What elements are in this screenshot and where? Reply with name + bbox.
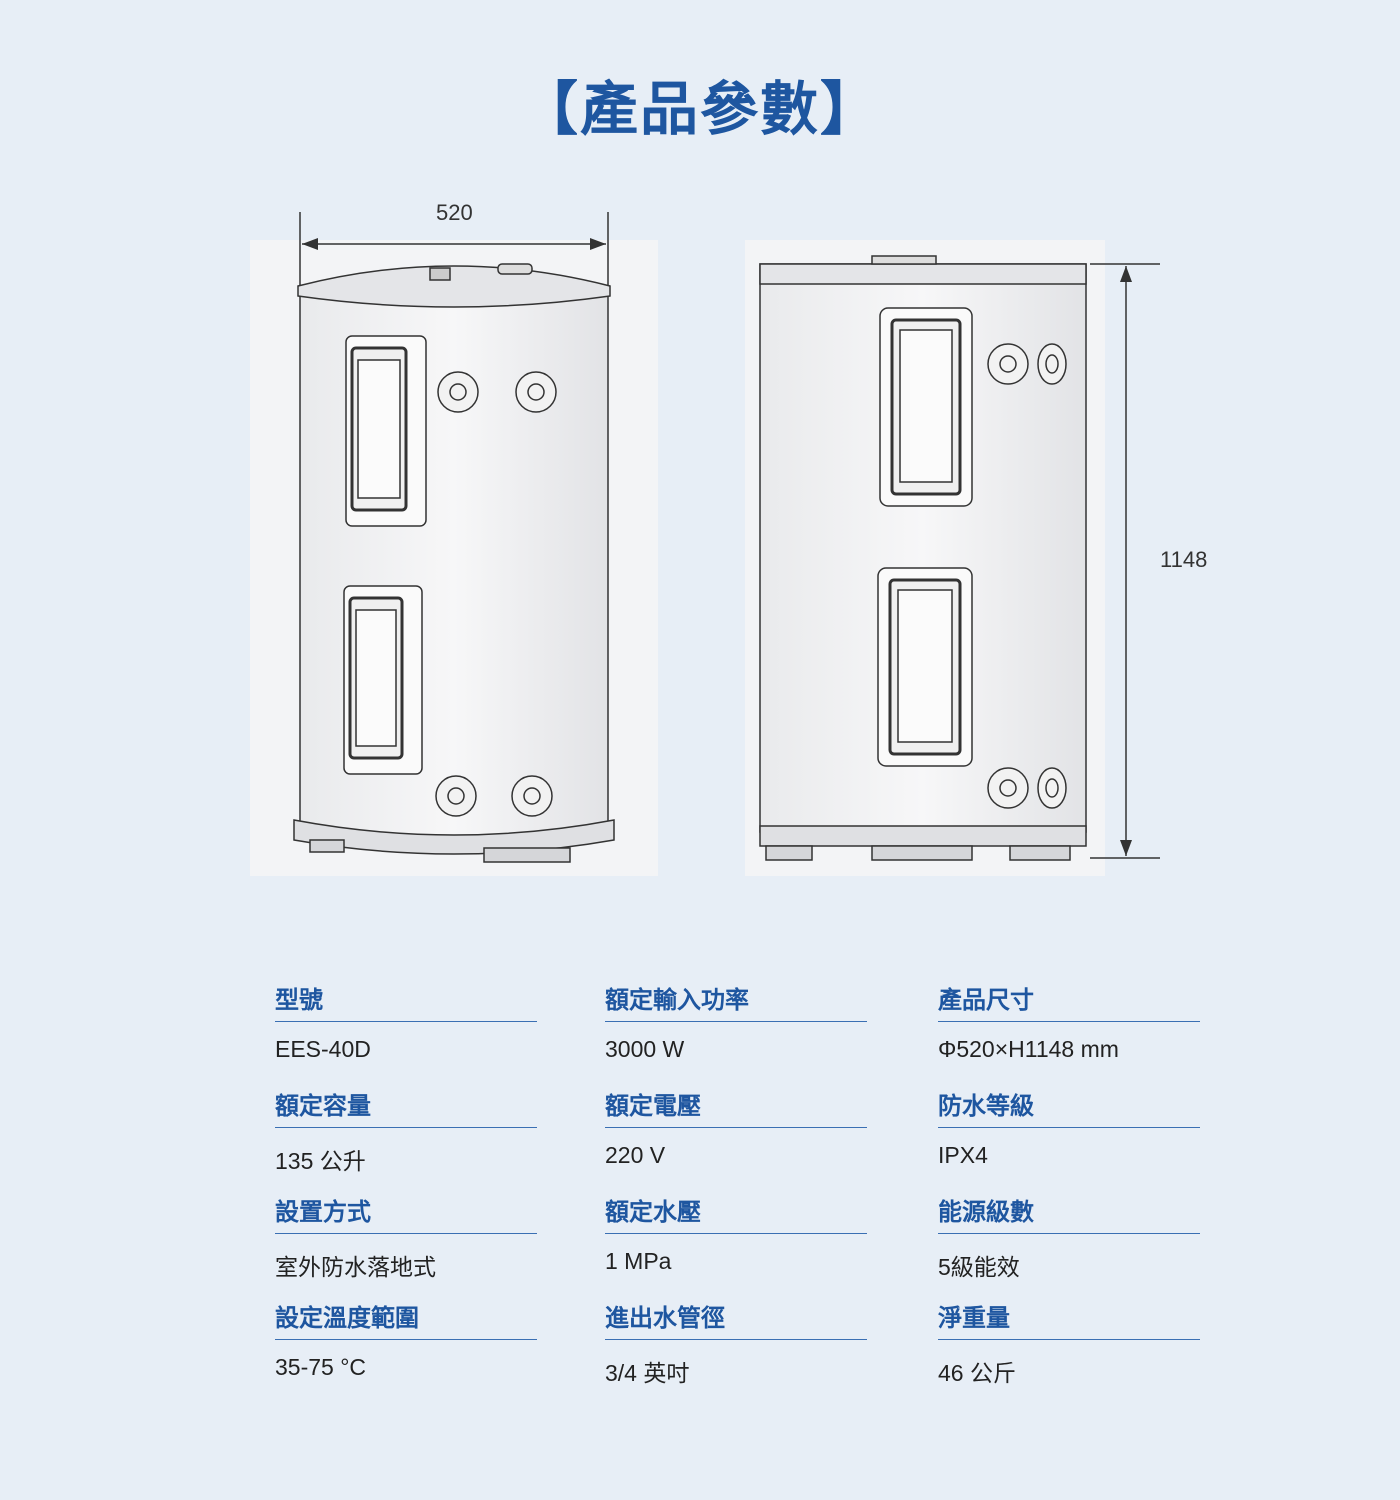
spec-label: 額定電壓 <box>605 1086 867 1128</box>
height-arrow-top <box>1120 266 1132 282</box>
width-arrow-right <box>590 238 606 250</box>
spec-value: EES-40D <box>275 1036 371 1062</box>
spec-label: 進出水管徑 <box>605 1298 867 1340</box>
spec-value: 3000 W <box>605 1036 685 1062</box>
spec-voltage: 額定電壓 220 V <box>605 1086 867 1169</box>
height-dimension-label: 1148 <box>1160 547 1208 572</box>
height-arrow-bottom <box>1120 840 1132 856</box>
spec-label: 額定水壓 <box>605 1192 867 1234</box>
spec-net-weight: 淨重量 46 公斤 <box>938 1298 1200 1388</box>
spec-label: 能源級數 <box>938 1192 1200 1234</box>
page-title: 【產品參數】 <box>519 75 880 143</box>
spec-value: 46 公斤 <box>938 1360 1016 1386</box>
front-view <box>293 263 615 863</box>
spec-capacity: 額定容量 135 公升 <box>275 1086 537 1176</box>
width-arrow-left <box>302 238 318 250</box>
spec-label: 型號 <box>275 980 537 1022</box>
width-dimension-label: 520 <box>436 200 473 225</box>
spec-waterproof: 防水等級 IPX4 <box>938 1086 1200 1169</box>
spec-value: 220 V <box>605 1142 666 1168</box>
spec-value: 5級能效 <box>938 1254 1020 1280</box>
spec-label: 設置方式 <box>275 1192 537 1234</box>
spec-energy-grade: 能源級數 5級能效 <box>938 1192 1200 1282</box>
spec-value: 35-75 °C <box>275 1354 367 1380</box>
spec-model: 型號 EES-40D <box>275 980 537 1063</box>
spec-value: 1 MPa <box>605 1248 672 1274</box>
spec-value: 135 公升 <box>275 1148 366 1174</box>
spec-value: 室外防水落地式 <box>275 1254 436 1280</box>
water-heater-diagram <box>250 212 1160 876</box>
spec-pipe-diameter: 進出水管徑 3/4 英吋 <box>605 1298 867 1388</box>
spec-label: 設定溫度範圍 <box>275 1298 537 1340</box>
spec-label: 防水等級 <box>938 1086 1200 1128</box>
spec-label: 產品尺寸 <box>938 980 1200 1022</box>
spec-size: 產品尺寸 Φ520×H1148 mm <box>938 980 1200 1063</box>
product-drawing: 520 1148 <box>240 200 1240 900</box>
spec-value: IPX4 <box>938 1142 988 1168</box>
spec-value: 3/4 英吋 <box>605 1360 690 1386</box>
spec-water-pressure: 額定水壓 1 MPa <box>605 1192 867 1275</box>
spec-temperature-range: 設定溫度範圍 35-75 °C <box>275 1298 537 1381</box>
spec-installation: 設置方式 室外防水落地式 <box>275 1192 537 1282</box>
spec-power: 額定輸入功率 3000 W <box>605 980 867 1063</box>
spec-value: Φ520×H1148 mm <box>938 1036 1119 1062</box>
spec-label: 淨重量 <box>938 1298 1200 1340</box>
side-view <box>759 255 1087 861</box>
spec-label: 額定容量 <box>275 1086 537 1128</box>
spec-label: 額定輸入功率 <box>605 980 867 1022</box>
